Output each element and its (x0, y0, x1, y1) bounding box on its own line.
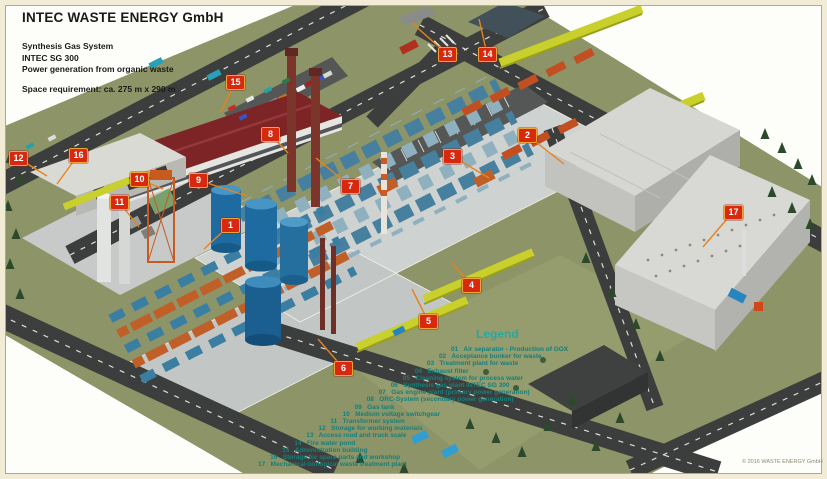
process-towers (97, 170, 175, 284)
fire-water-pond (468, 6, 545, 38)
acceptance-bunker-building (545, 88, 740, 232)
subtitle-line-1: Synthesis Gas System (22, 41, 114, 51)
site-illustration (6, 6, 821, 473)
plan-canvas (5, 5, 822, 474)
subtitle-line-2: INTEC SG 300 (22, 52, 79, 63)
space-requirement: Space requirement: ca. 275 m x 290 m (22, 83, 176, 94)
trees (6, 128, 817, 473)
copyright-note: © 2016 WASTE ENERGY GmbH (742, 459, 823, 465)
vehicles (25, 39, 763, 459)
truck-scale (398, 6, 436, 26)
company-title: INTEC WASTE ENERGY GmbH (22, 10, 224, 25)
warehouse-building (528, 345, 648, 429)
subtitle-line-3: Power generation from organic waste (22, 64, 174, 75)
chimneys (285, 48, 387, 334)
gas-tanks (211, 185, 308, 346)
mb-treatment-plant-building (615, 155, 810, 352)
title-block: INTEC WASTE ENERGY GmbH Synthesis Gas Sy… (22, 10, 312, 102)
